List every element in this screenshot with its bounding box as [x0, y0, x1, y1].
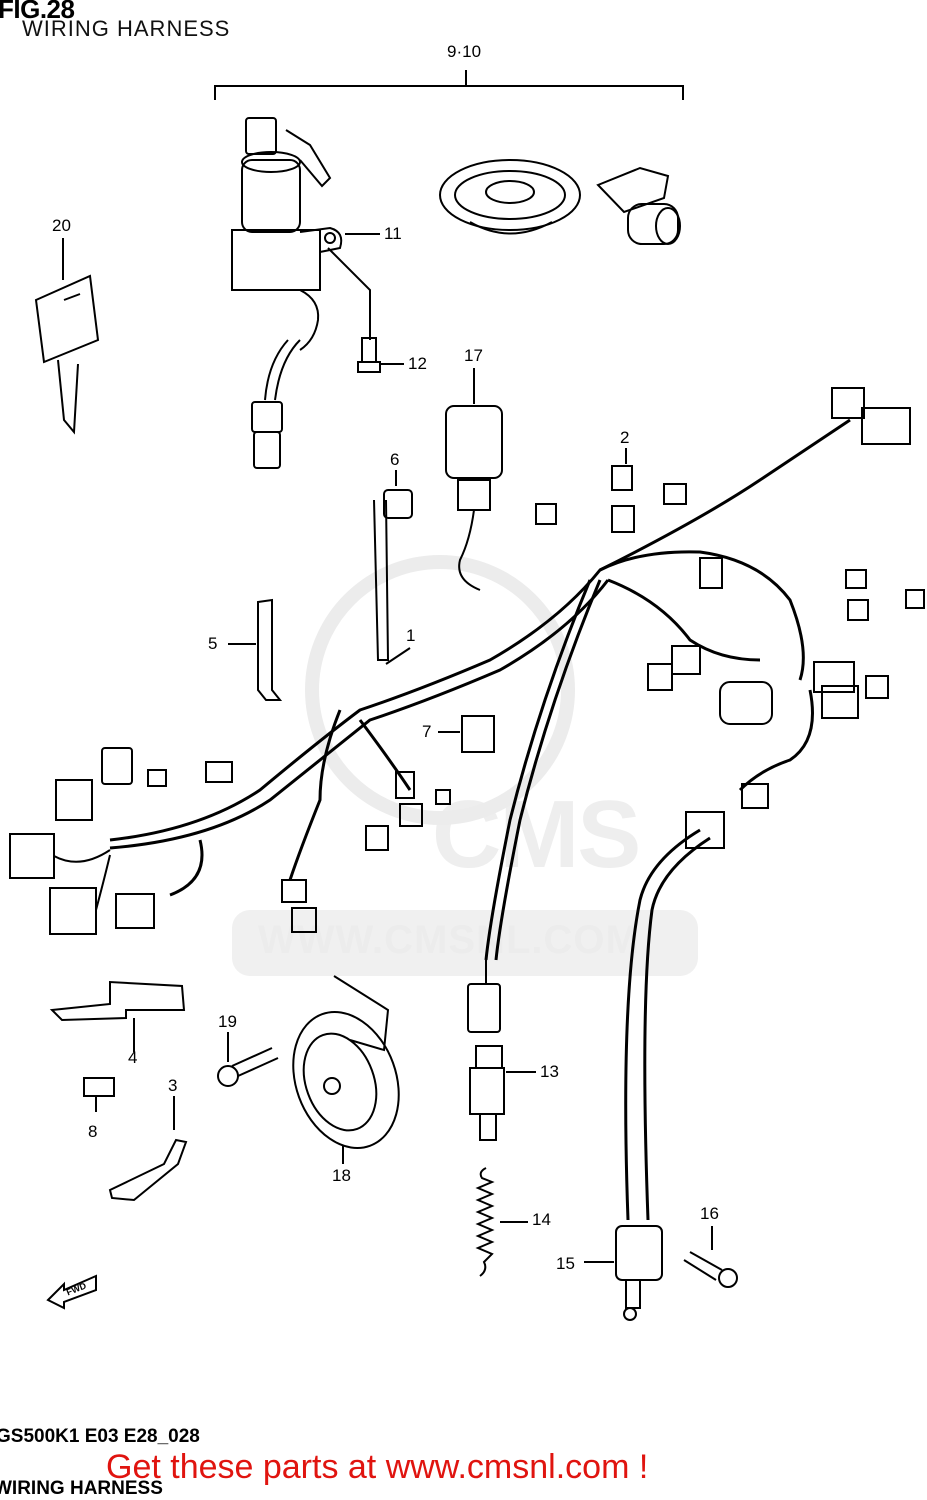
front-brake-switch-15	[615, 1225, 663, 1321]
callout-13: 13	[540, 1062, 559, 1081]
callout-15: 15	[556, 1254, 575, 1273]
watermark-emblem	[305, 555, 575, 825]
callout-16: 16	[700, 1204, 719, 1223]
callout-17: 17	[464, 346, 483, 365]
bracket-5	[257, 598, 283, 701]
main-harness-1	[109, 418, 851, 1221]
seat-lock	[596, 166, 681, 245]
callout-11: 11	[384, 224, 402, 243]
figure-subtitle: WIRING HARNESS	[22, 16, 231, 41]
watermark-band	[232, 910, 698, 976]
callout-6: 6	[390, 450, 400, 469]
callout-5: 5	[208, 634, 218, 653]
watermark-brand: CMS	[432, 781, 641, 888]
band-6	[373, 489, 413, 661]
screw-12	[327, 247, 381, 373]
ignition-switch	[231, 117, 343, 469]
horn-18	[292, 975, 400, 1149]
figure-number: FIG.28	[0, 0, 75, 24]
clamp-7	[461, 715, 495, 753]
footer-title: WIRING HARNESS	[0, 1478, 163, 1499]
callout-20: 20	[52, 216, 71, 235]
bolt-16	[683, 1251, 738, 1288]
bolt-8	[83, 1077, 115, 1112]
callout-19: 19	[218, 1012, 237, 1031]
spring-14	[475, 1167, 495, 1277]
callout-18: 18	[332, 1166, 351, 1185]
right-connectors	[535, 387, 925, 849]
clamp-3	[108, 1138, 188, 1202]
bolt-19	[217, 1047, 279, 1087]
center-connectors	[281, 771, 451, 933]
callout-4: 4	[128, 1048, 138, 1067]
promo-link[interactable]: Get these parts at www.cmsnl.com !	[106, 1448, 649, 1486]
callout-8: 8	[88, 1122, 98, 1141]
key-20	[34, 274, 100, 435]
callout-7: 7	[422, 722, 432, 741]
fwd-arrow-icon	[46, 1274, 97, 1310]
callout-14: 14	[532, 1210, 551, 1229]
callout-2: 2	[620, 428, 630, 447]
left-connectors	[9, 747, 233, 935]
model-code: GS500K1 E03 E28_028	[0, 1426, 200, 1447]
bracket-9-10	[214, 85, 684, 100]
callout-1: 1	[406, 626, 416, 645]
callout-9-10: 9·10	[447, 42, 482, 61]
fuel-cap-plate	[439, 159, 581, 235]
callout-12: 12	[408, 354, 427, 373]
rear-brake-switch-13	[467, 960, 505, 1141]
relay-17	[445, 405, 503, 591]
watermark-url: WWW.CMSNL.COM	[258, 918, 640, 962]
callout-3: 3	[168, 1076, 178, 1095]
clamp-4	[49, 980, 186, 1022]
